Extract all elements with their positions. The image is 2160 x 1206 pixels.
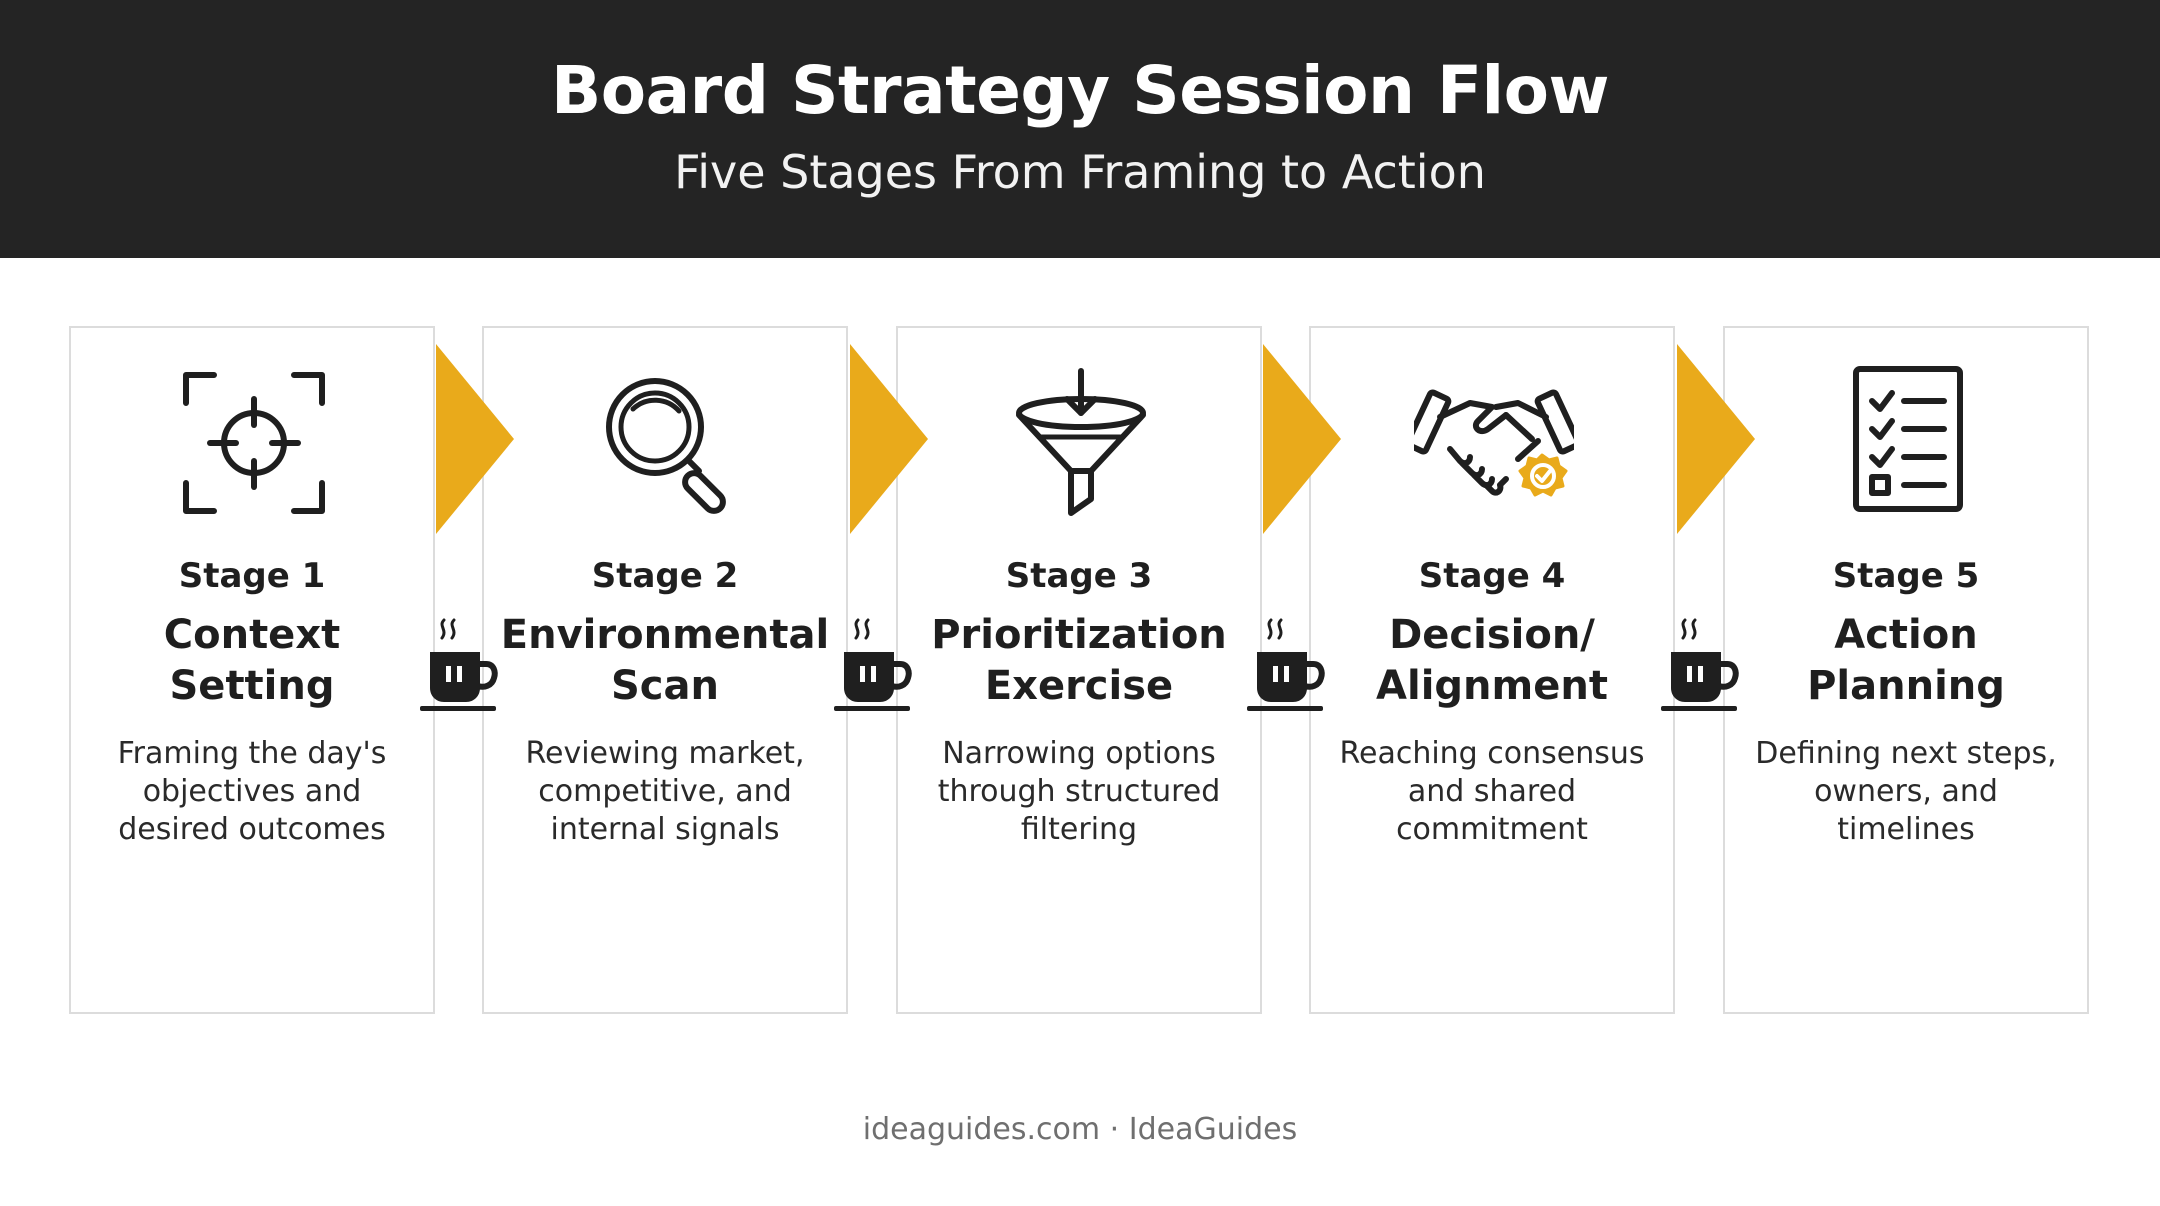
stage-title-line: Context — [163, 612, 341, 658]
stage-description: Defining next steps, owners, and timelin… — [1739, 735, 2073, 849]
stage-title-line: Alignment — [1376, 663, 1608, 709]
stage-card-4: Stage 4 Decision/ Alignment Reaching con… — [1309, 326, 1675, 1014]
stage-label: Stage 2 — [591, 556, 739, 596]
stage-description: Narrowing options through structured fil… — [912, 735, 1246, 849]
stage-card-3: Stage 3 Prioritization Exercise Narrowin… — [896, 326, 1262, 1014]
target-crosshair-icon — [183, 372, 325, 514]
stage-title-line: Prioritization — [931, 612, 1227, 658]
funnel-icon — [1016, 368, 1146, 516]
stage-title-line: Planning — [1807, 663, 2005, 709]
stage-title-line: Scan — [611, 663, 719, 709]
stage-label: Stage 3 — [1005, 556, 1153, 596]
stage-description: Reviewing market, competitive, and inter… — [498, 735, 832, 849]
stage-card-1: Stage 1 Context Setting Framing the day'… — [69, 326, 435, 1014]
coffee-cup-icon — [1247, 618, 1325, 711]
stage-description-line: competitive, and — [538, 774, 792, 809]
stage-label: Stage 5 — [1832, 556, 1980, 596]
chevron-arrow-icon — [1677, 344, 1755, 534]
handshake-badge-icon — [1414, 389, 1574, 497]
stage-description-line: Reviewing market, — [525, 736, 805, 771]
stage-description-line: through structured — [937, 774, 1221, 809]
stage-title: Context Setting — [63, 610, 441, 712]
stage-description-line: internal signals — [550, 812, 780, 847]
stage-title-line: Decision/ — [1389, 612, 1595, 658]
footer-credit: ideaguides.com · IdeaGuides — [862, 1112, 1298, 1147]
coffee-cup-icon — [420, 618, 498, 711]
page-title: Board Strategy Session Flow — [550, 52, 1610, 129]
stage-description-line: commitment — [1396, 812, 1588, 847]
stage-description-line: objectives and — [142, 774, 362, 809]
stage-description: Framing the day's objectives and desired… — [85, 735, 419, 849]
stage-title-line: Action — [1834, 612, 1978, 658]
stage-title-line: Exercise — [984, 663, 1174, 709]
stage-description-line: Defining next steps, — [1755, 736, 2057, 771]
stage-description-line: timelines — [1837, 812, 1975, 847]
stage-description: Reaching consensus and shared commitment — [1325, 735, 1659, 849]
stage-description-line: desired outcomes — [118, 812, 386, 847]
stage-title: Prioritization Exercise — [890, 610, 1268, 712]
stage-description-line: and shared — [1407, 774, 1577, 809]
checklist-icon — [1853, 366, 1963, 512]
stage-card-5: Stage 5 Action Planning Defining next st… — [1723, 326, 2089, 1014]
stage-description-line: Reaching consensus — [1339, 736, 1645, 771]
stage-title: Environmental Scan — [476, 610, 854, 712]
chevron-arrow-icon — [850, 344, 928, 534]
coffee-cup-icon — [1661, 618, 1739, 711]
stage-description-line: Framing the day's — [117, 736, 387, 771]
stage-title: Decision/ Alignment — [1303, 610, 1681, 712]
magnifying-glass-icon — [606, 378, 726, 514]
chevron-arrow-icon — [436, 344, 514, 534]
stage-title-line: Environmental — [500, 612, 830, 658]
chevron-arrow-icon — [1263, 344, 1341, 534]
coffee-cup-icon — [834, 618, 912, 711]
stage-title-line: Setting — [169, 663, 335, 709]
stage-label: Stage 1 — [178, 556, 326, 596]
stage-title: Action Planning — [1717, 610, 2095, 712]
stage-description-line: Narrowing options — [942, 736, 1216, 771]
header-banner: Board Strategy Session Flow Five Stages … — [0, 0, 2160, 258]
stage-description-line: filtering — [1020, 812, 1138, 847]
stage-description-line: owners, and — [1814, 774, 1998, 809]
stage-label: Stage 4 — [1418, 556, 1566, 596]
stage-card-2: Stage 2 Environmental Scan Reviewing mar… — [482, 326, 848, 1014]
page-subtitle: Five Stages From Framing to Action — [674, 145, 1486, 199]
